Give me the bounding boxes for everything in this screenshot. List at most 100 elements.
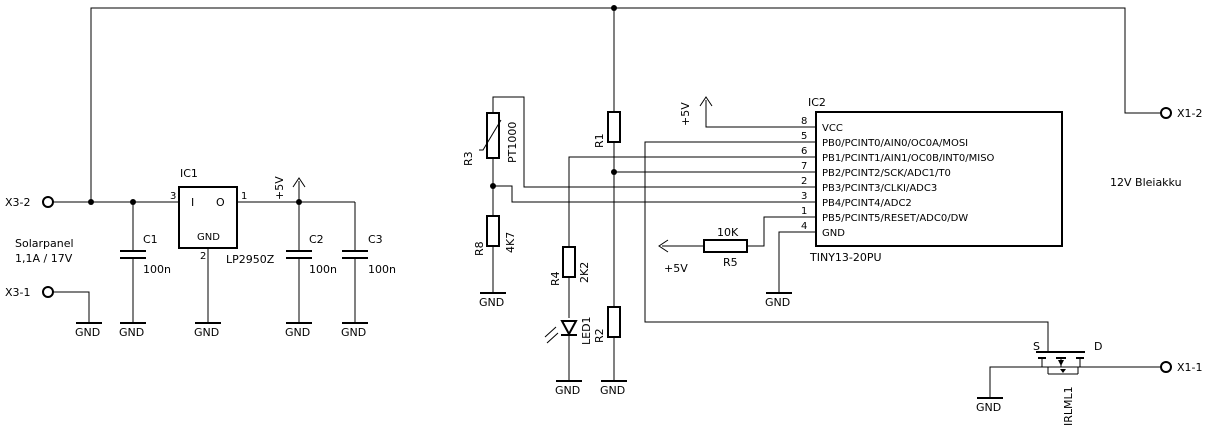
ic2-pin-num: 5: [801, 131, 807, 142]
ic2-pin-num: 1: [801, 206, 807, 217]
supply-5v-ic2-label: +5V: [679, 102, 692, 126]
led-icon: [560, 320, 578, 337]
terminal-x3-1: [42, 286, 54, 298]
ic2-pin-name: PB0/PCINT0/AIN0/OC0A/MOSI: [822, 138, 968, 149]
r3-value: PT1000: [506, 122, 519, 163]
ic2-pin-num: 6: [801, 146, 807, 157]
r3-ref: R3: [462, 151, 475, 166]
terminal-x1-2: [1160, 107, 1172, 119]
r8-value: 4K7: [504, 232, 517, 253]
gnd-symbols: GND GND GND GND GND GND GND GND GND GND: [75, 292, 1003, 414]
r4-ref: R4: [549, 271, 562, 286]
ic2-ref: IC2: [808, 96, 826, 109]
mosfet-ref: IRLML1: [1062, 386, 1075, 426]
supply-5v-ic2: +5V: [679, 96, 713, 126]
svg-text:GND: GND: [341, 326, 366, 339]
junction-dot: [611, 5, 617, 11]
gnd-symbol: GND: [479, 292, 506, 309]
c2-value: 100n: [309, 263, 337, 276]
mosfet-source-label: S: [1033, 340, 1040, 353]
wire-pb5: [747, 216, 800, 247]
connector-x3-1-label: X3-1: [5, 286, 31, 299]
resistor-r8: R8 4K7: [473, 215, 517, 256]
gnd-symbol: GND: [119, 322, 146, 339]
gnd-symbol: GND: [600, 380, 627, 397]
capacitor-c3: C3 100n: [342, 233, 396, 276]
up-arrow-icon: [699, 96, 713, 107]
gnd-symbol: GND: [194, 322, 221, 339]
gnd-symbol: GND: [765, 292, 792, 309]
wire-r3-top: [492, 96, 800, 188]
r2-ref: R2: [593, 328, 606, 343]
ic2-pin-name: PB5/PCINT5/RESET/ADC0/DW: [822, 213, 968, 224]
junction-dot: [296, 199, 302, 205]
ic2-pin-name: PB1/PCINT1/AIN1/OC0B/INT0/MISO: [822, 153, 995, 164]
ic1-pin-num-in: 3: [170, 191, 176, 202]
r1-ref: R1: [593, 133, 606, 148]
junction-dot: [130, 199, 136, 205]
solarpanel-label: Solarpanel: [15, 237, 74, 250]
wire-top-rail: [90, 7, 1160, 202]
diode-icon: [1060, 369, 1066, 373]
connector-x1-2-label: X1-2: [1177, 107, 1203, 120]
ic2-microcontroller: IC2 TINY13-20PU 8 5 6 7 2 3 1 4 VCC PB0/…: [800, 96, 1063, 264]
capacitor-c1: C1 100n: [120, 233, 171, 276]
connector-x1-1-label: X1-1: [1177, 361, 1203, 374]
resistor-r5: 10K R5: [703, 226, 748, 269]
terminal-x1-1: [1160, 361, 1172, 373]
ic2-pin-num: 3: [801, 191, 807, 202]
r5-ref: R5: [723, 256, 738, 269]
ic2-pin-num: 4: [801, 221, 807, 232]
thermistor-icon: [479, 119, 502, 151]
svg-text:GND: GND: [600, 384, 625, 397]
gnd-symbol: GND: [341, 322, 368, 339]
led-ref: LED1: [580, 316, 593, 345]
supply-5v-ic1: +5V: [273, 176, 306, 200]
terminals: X3-2 X3-1 X1-2 X1-1: [5, 107, 1203, 374]
resistor-r2: R2: [593, 306, 621, 343]
mosfet-drain-label: D: [1094, 340, 1102, 353]
ic2-body: [815, 111, 1063, 247]
gnd-symbol: GND: [555, 380, 582, 397]
c1-value: 100n: [143, 263, 171, 276]
svg-text:GND: GND: [479, 296, 504, 309]
svg-text:GND: GND: [976, 401, 1001, 414]
wires: [54, 7, 1160, 397]
supply-5v-r5: +5V: [658, 239, 688, 275]
ic1-pin-o: O: [216, 196, 225, 209]
svg-text:GND: GND: [119, 326, 144, 339]
connector-x3-2-label: X3-2: [5, 196, 31, 209]
battery-label: 12V Bleiakku: [1110, 176, 1182, 189]
r4-value: 2K2: [578, 262, 591, 283]
junction-dot: [611, 169, 617, 175]
ic2-pin-name: PB2/PCINT2/SCK/ADC1/T0: [822, 168, 951, 179]
wire-vcc: [705, 100, 800, 128]
ic2-pin-name: VCC: [822, 123, 843, 134]
junction-dot: [490, 183, 496, 189]
ic1-ref: IC1: [180, 167, 198, 180]
resistor-r4: R4 2K2: [549, 246, 591, 286]
wire-pb4: [493, 185, 800, 203]
ic2-pin-name: PB4/PCINT4/ADC2: [822, 198, 912, 209]
r5-value: 10K: [717, 226, 739, 239]
left-arrow-icon: [658, 239, 669, 253]
wire-mosfet-source: [989, 366, 1036, 397]
c3-ref: C3: [368, 233, 383, 246]
gnd-symbol: GND: [75, 322, 102, 339]
ic1-pin-num-gnd: 2: [200, 251, 206, 262]
up-arrow-icon: [292, 177, 306, 188]
ic1-pin-num-out: 1: [241, 191, 247, 202]
capacitor-c2: C2 100n: [286, 233, 337, 276]
ic1-body: [178, 186, 238, 249]
supply-5v-r5-label: +5V: [664, 262, 688, 275]
ic2-part: TINY13-20PU: [809, 251, 882, 264]
terminal-x3-2: [42, 196, 54, 208]
mosfet-q1: S D IRLML1: [1033, 340, 1102, 426]
ic1-pin-gnd: GND: [197, 232, 220, 243]
ic1-part: LP2950Z: [226, 253, 275, 266]
solarpanel-rating: 1,1A / 17V: [15, 252, 73, 265]
ic1-regulator: IC1 LP2950Z I O GND 3 1 2: [170, 167, 275, 266]
gnd-symbol: GND: [976, 397, 1003, 414]
ic2-pin-num: 2: [801, 176, 807, 187]
